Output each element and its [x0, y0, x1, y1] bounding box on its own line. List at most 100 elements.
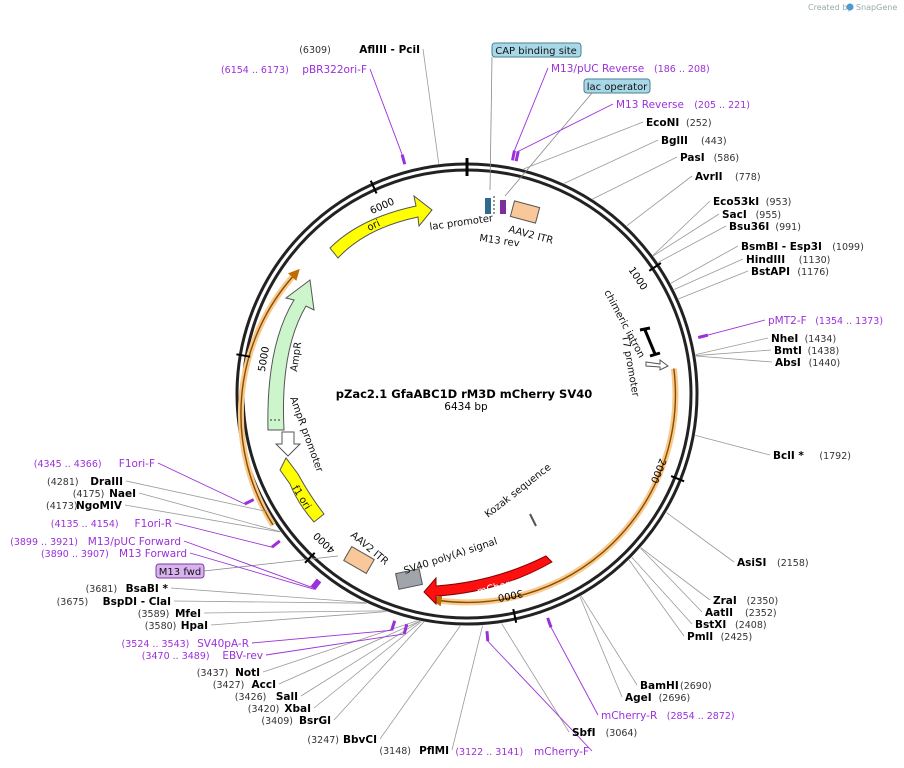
orf-arc-left-line — [240, 268, 300, 526]
site-leader — [278, 620, 420, 685]
site-bsmbi-esp3i: BsmBI - Esp3I(1099) — [741, 241, 864, 253]
tick-1000 — [648, 262, 662, 272]
site-position: (3675) — [57, 597, 89, 608]
primer-pmt2-f: pMT2-F(1354 .. 1373) — [697, 315, 883, 339]
site-leader — [203, 610, 385, 614]
site-name: PasI — [680, 152, 705, 164]
primer-range: (186 .. 208) — [654, 64, 710, 75]
site-draiii: DraIII (4281) — [47, 476, 123, 488]
site-position: (1176) — [797, 267, 829, 278]
tick-5000 — [236, 353, 251, 358]
tick-label-3000: 3000 — [497, 587, 524, 603]
site-position: (586) — [714, 153, 740, 164]
primer-m13-reverse: M13 Reverse(205 .. 221) — [514, 99, 750, 162]
primer-name: M13/pUC Reverse — [551, 63, 644, 75]
site-name: BbvCI — [343, 734, 377, 746]
primer-range: (3122 .. 3141) — [455, 747, 523, 758]
site-sbfi: SbfI(3064) — [572, 727, 637, 739]
site-name: SalI — [276, 691, 298, 703]
lac-promoter-label: lac promoter — [429, 213, 495, 233]
primer-leader — [487, 640, 593, 752]
site-leader — [173, 600, 367, 604]
site-position: (2696) — [659, 693, 691, 704]
primer-mark — [400, 154, 407, 165]
primer-mark — [244, 498, 255, 506]
lac-operator-feature — [500, 200, 506, 214]
primer-range: (1354 .. 1373) — [815, 316, 883, 327]
site-position: (1099) — [832, 242, 864, 253]
site-position: (4173) — [46, 501, 78, 512]
site-name: AbsI — [775, 357, 801, 369]
primer-range: (205 .. 221) — [694, 100, 750, 111]
primer-leader — [174, 522, 273, 548]
lac-operator-box: lac operator — [583, 78, 651, 94]
site-leader — [451, 625, 484, 751]
site-sali: SalI(3426) — [235, 691, 298, 703]
site-leader — [640, 547, 711, 601]
site-bmti: BmtI(1438) — [774, 345, 839, 357]
site-leader — [333, 621, 425, 721]
site-hpai: HpaI(3580) — [145, 620, 208, 632]
site-position: (3064) — [606, 728, 638, 739]
site-name: XbaI — [284, 703, 311, 715]
site-position: (3148) — [379, 746, 411, 757]
site-leader — [379, 625, 461, 740]
site-position: (443) — [701, 136, 727, 147]
primer-leader — [157, 462, 245, 505]
site-leader — [678, 270, 749, 300]
site-leader — [124, 504, 281, 533]
site-bsrgi: BsrGI(3409) — [261, 715, 331, 727]
site-position: (778) — [735, 172, 761, 183]
site-position: (6309) — [299, 45, 331, 56]
primer-leader — [189, 552, 315, 590]
site-leader — [300, 620, 421, 697]
sv40-polya-feature — [395, 568, 423, 590]
sv40-polya-label: SV40 poly(A) signal — [403, 536, 499, 577]
site-aatii: AatII (2352) — [705, 607, 777, 619]
site-bstxi: BstXI(2408) — [695, 619, 767, 631]
site-position: (2352) — [745, 608, 777, 619]
site-leader — [313, 621, 422, 709]
primer-f1ori-f: F1ori-F(4345 .. 4366) — [34, 458, 255, 506]
site-leader — [138, 492, 281, 533]
site-leader — [523, 121, 644, 170]
lac-promoter-feature — [485, 198, 491, 214]
site-name: DraIII — [90, 476, 123, 488]
primer-leader — [369, 68, 403, 155]
site-position: (252) — [686, 118, 712, 129]
primer-m13-forward: M13 Forward(3890 .. 3907) — [41, 548, 322, 591]
primer-m13-puc-reverse: M13/pUC Reverse (186 .. 208) — [511, 63, 710, 161]
site-bamhi: BamHI(2690) — [640, 680, 712, 692]
primer-leader — [707, 319, 766, 336]
primer-range: (4345 .. 4366) — [34, 459, 102, 470]
site-bglii: BglII(443) — [661, 135, 727, 147]
site-position: (3580) — [145, 621, 177, 632]
tick-4000 — [304, 552, 316, 564]
site-leader — [653, 213, 720, 257]
site-position: (1130) — [799, 255, 831, 266]
site-name: AatII — [705, 607, 733, 619]
site-leader — [592, 156, 678, 200]
primer-m13-puc-forward: M13/pUC Forward(3899 .. 3921) — [10, 536, 320, 589]
site-name: PmlI — [687, 631, 713, 643]
site-name: ZraI — [713, 595, 737, 607]
site-position: (3409) — [261, 716, 293, 727]
site-leader — [695, 355, 773, 363]
site-bcli: BclI *(1792) — [773, 450, 851, 462]
snapgene-logo: SnapGene — [846, 3, 897, 12]
site-econi: EcoNI(252) — [646, 117, 712, 129]
m13-fwd-leader — [203, 555, 339, 572]
ampr-feature — [267, 279, 315, 431]
site-name: HindIII — [746, 254, 785, 266]
snapgene-logo-icon — [846, 3, 854, 11]
site-position: (1440) — [809, 358, 841, 369]
site-position: (4281) — [47, 477, 79, 488]
site-leader — [695, 337, 769, 356]
primer-range: (3890 .. 3907) — [41, 549, 109, 560]
site-position: (1438) — [808, 346, 840, 357]
lac-operator-rect — [583, 78, 651, 94]
primer-name: mCherry-R — [601, 710, 657, 722]
primer-range: (4135 .. 4154) — [51, 519, 119, 530]
site-name: AccI — [252, 679, 276, 691]
site-bsu36i: Bsu36I(991) — [729, 221, 801, 233]
